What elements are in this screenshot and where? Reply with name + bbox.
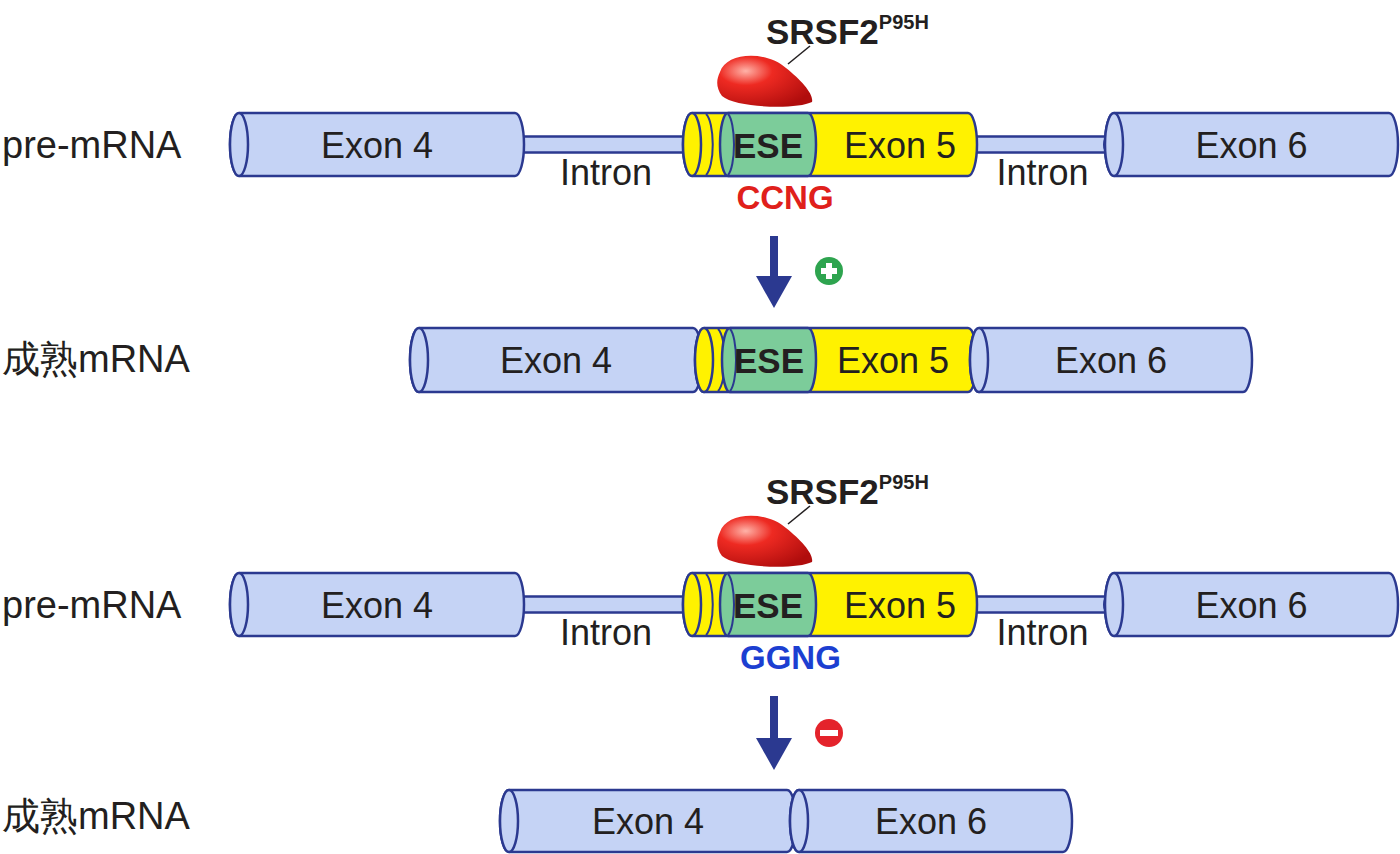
exon-cylinder bbox=[695, 328, 977, 392]
exon-label: Exon 4 bbox=[230, 128, 524, 164]
intron-segment: Intron bbox=[975, 573, 1110, 636]
ese-element: ESE bbox=[720, 113, 816, 176]
exon-box: Exon 5ESE bbox=[683, 573, 977, 636]
exon-cylinder bbox=[230, 573, 524, 636]
exon-box: Exon 6 bbox=[1105, 573, 1398, 636]
intron-label: Intron bbox=[522, 155, 690, 191]
minus-symbol bbox=[815, 719, 843, 747]
exon-box: Exon 4 bbox=[230, 113, 524, 176]
ese-label: ESE bbox=[720, 588, 816, 623]
exon-box: Exon 4 bbox=[410, 328, 702, 392]
cylinder-end bbox=[695, 328, 713, 392]
exon-cylinder bbox=[230, 113, 524, 176]
row-label: pre-mRNA bbox=[2, 586, 181, 624]
exon-label: Exon 6 bbox=[970, 343, 1252, 379]
exon-cylinder bbox=[970, 328, 1252, 392]
protein-label: SRSF2P95H bbox=[766, 14, 929, 49]
row-label: 成熟mRNA bbox=[2, 797, 190, 835]
cylinder-end bbox=[230, 113, 248, 176]
cylinder-end bbox=[410, 328, 428, 392]
protein-node: SRSF2P95H bbox=[716, 512, 816, 570]
cylinder-end bbox=[1105, 573, 1123, 636]
ese-segment bbox=[720, 573, 816, 636]
exon-box: Exon 5ESE bbox=[683, 113, 977, 176]
protein-name: SRSF2 bbox=[766, 472, 879, 511]
exon-box: Exon 6 bbox=[790, 790, 1072, 852]
exon-label: Exon 6 bbox=[1105, 128, 1398, 164]
exon-box: Exon 4 bbox=[230, 573, 524, 636]
cylinder-end bbox=[230, 573, 248, 636]
process-arrow bbox=[756, 696, 792, 770]
intron-label: Intron bbox=[975, 155, 1110, 191]
protein-name: SRSF2 bbox=[766, 12, 879, 51]
mutation-superscript: P95H bbox=[879, 471, 929, 493]
ese-segment bbox=[722, 328, 816, 392]
intron-label: Intron bbox=[975, 615, 1110, 651]
protein-blob bbox=[717, 56, 812, 107]
mutation-superscript: P95H bbox=[879, 11, 929, 33]
cylinder-end bbox=[683, 113, 701, 176]
exon-cylinder bbox=[410, 328, 702, 392]
exon-box: Exon 6 bbox=[970, 328, 1252, 392]
exon-cylinder bbox=[500, 790, 796, 852]
motif-label: CCNG bbox=[735, 181, 835, 214]
arrow-shaft bbox=[770, 696, 778, 742]
arrow-shaft bbox=[770, 236, 778, 280]
node-outline bbox=[716, 52, 816, 110]
cylinder-end bbox=[500, 790, 518, 852]
exon-label: Exon 4 bbox=[230, 588, 524, 624]
row-label: pre-mRNA bbox=[2, 126, 181, 164]
exon-label: Exon 4 bbox=[500, 804, 796, 840]
arrow-head bbox=[756, 738, 792, 770]
ese-segment bbox=[720, 113, 816, 176]
intron-segment: Intron bbox=[522, 113, 690, 176]
exon-label: Exon 5 bbox=[820, 128, 980, 164]
exon-inner-arc bbox=[706, 114, 713, 175]
intron-label: Intron bbox=[522, 615, 690, 651]
exon-box: Exon 5ESE bbox=[695, 328, 977, 392]
row-label: 成熟mRNA bbox=[2, 340, 190, 378]
intron-tube bbox=[975, 137, 1110, 153]
exon-label: Exon 4 bbox=[410, 343, 702, 379]
node-outline bbox=[716, 512, 816, 570]
exon-cylinder bbox=[790, 790, 1072, 852]
protein-blob bbox=[717, 516, 812, 567]
cylinder-end bbox=[1105, 113, 1123, 176]
cylinder-end bbox=[970, 328, 988, 392]
protein-label: SRSF2P95H bbox=[766, 474, 929, 509]
intron-tube bbox=[522, 597, 690, 613]
plus-symbol bbox=[815, 257, 843, 285]
ese-label: ESE bbox=[720, 128, 816, 163]
exon-box: Exon 4 bbox=[500, 790, 796, 852]
exon-label: Exon 6 bbox=[790, 804, 1072, 840]
intron-tube bbox=[522, 137, 690, 153]
arrow-head bbox=[756, 276, 792, 308]
exon-box: Exon 6 bbox=[1105, 113, 1398, 176]
exon-label: Exon 5 bbox=[820, 588, 980, 624]
exon-cylinder bbox=[1105, 113, 1398, 176]
intron-segment: Intron bbox=[522, 573, 690, 636]
ese-label: ESE bbox=[722, 343, 816, 378]
intron-segment: Intron bbox=[975, 113, 1110, 176]
exon-cylinder bbox=[1105, 573, 1398, 636]
exon-inner-arc bbox=[706, 574, 713, 635]
exon-label: Exon 6 bbox=[1105, 588, 1398, 624]
exon-label: Exon 5 bbox=[813, 343, 973, 379]
intron-tube bbox=[975, 597, 1110, 613]
protein-node: SRSF2P95H bbox=[716, 52, 816, 110]
ese-element: ESE bbox=[720, 573, 816, 636]
ese-element: ESE bbox=[722, 328, 816, 392]
motif-label: GGNG bbox=[740, 641, 840, 674]
cylinder-end bbox=[790, 790, 808, 852]
process-arrow bbox=[756, 236, 792, 308]
cylinder-end bbox=[683, 573, 701, 636]
